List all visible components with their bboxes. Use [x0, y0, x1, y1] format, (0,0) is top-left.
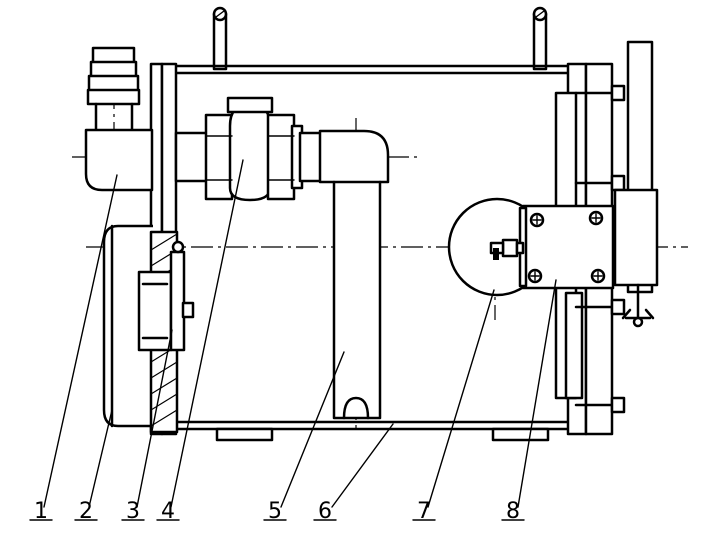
- union-pipe: [174, 96, 324, 202]
- disc-and-bracket: [447, 197, 615, 297]
- leader-lines: [43, 159, 557, 508]
- callout-8: 8: [506, 499, 520, 524]
- callouts: 1 2 3 4 5 6 7 8: [29, 499, 525, 524]
- hatched-gasket: [137, 230, 195, 434]
- inlet-nozzle: [84, 46, 154, 192]
- elbow-pipe: [318, 129, 390, 420]
- callout-6: 6: [318, 499, 332, 524]
- callout-4: 4: [161, 499, 175, 524]
- lifting-handles: [212, 6, 548, 71]
- callout-7: 7: [417, 499, 431, 524]
- callout-5: 5: [268, 499, 282, 524]
- callout-2: 2: [79, 499, 93, 524]
- callout-1: 1: [34, 499, 48, 524]
- callout-3: 3: [126, 499, 140, 524]
